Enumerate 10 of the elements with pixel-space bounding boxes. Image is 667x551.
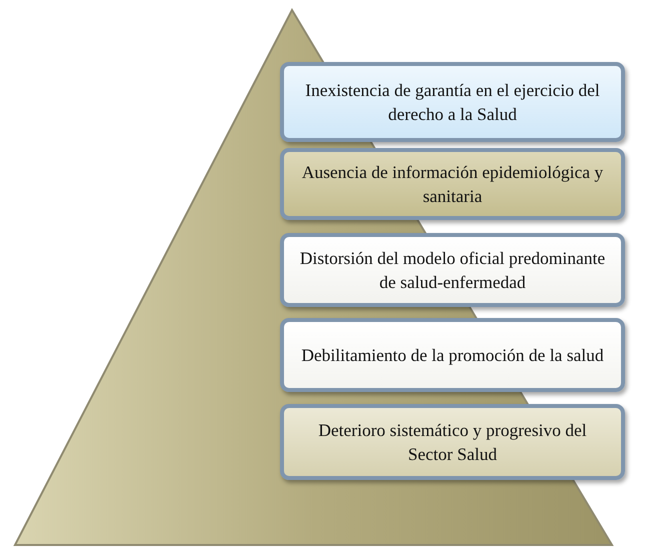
level-text: Inexistencia de garantía en el ejercicio del derecho a la Salud: [304, 79, 601, 126]
level-text: Deterioro sistemático y progresivo del Sector Salud: [317, 419, 588, 466]
level-text: Distorsión del modelo oficial predominante de salud-enfermedad: [298, 247, 606, 294]
level-box: [280, 148, 625, 220]
level-box: [280, 233, 625, 307]
level-box: [280, 318, 625, 392]
level-text: Ausencia de información epidemiológica y sanitaria: [300, 161, 604, 208]
level-box: [280, 404, 625, 480]
level-box: [280, 62, 625, 142]
level-text: Debilitamiento de la promoción de la salud: [300, 344, 605, 367]
